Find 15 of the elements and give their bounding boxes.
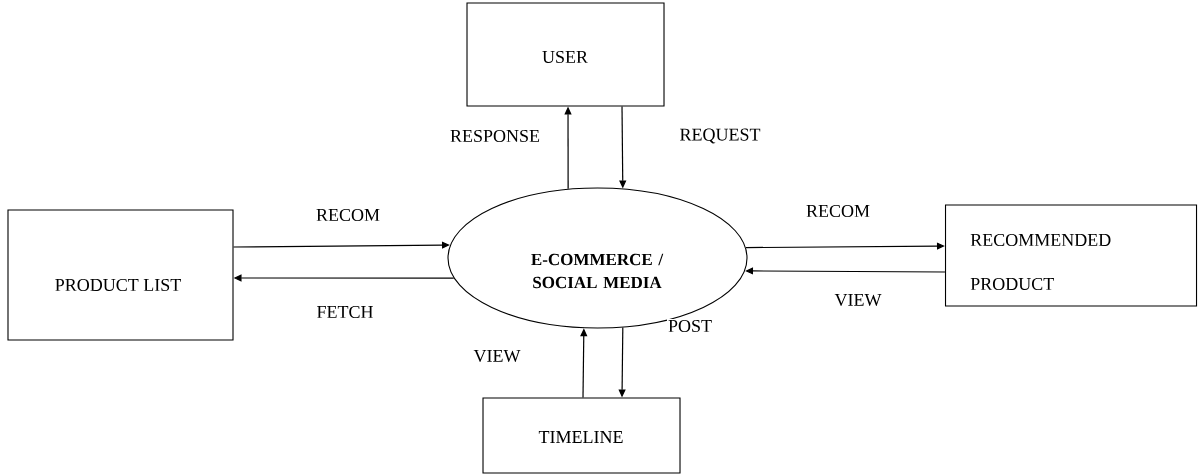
- edge-label: VIEW: [472, 348, 522, 364]
- arrow: [232, 241, 450, 249]
- edge-label: FETCH: [315, 304, 375, 320]
- process-box: PRODUCT LIST: [7, 209, 234, 341]
- arrow: [745, 267, 946, 275]
- edge-label: RESPONSE: [449, 128, 541, 144]
- edge-label: REQUEST: [678, 127, 762, 145]
- edge-label: RECOM: [315, 207, 381, 223]
- edge-label: RECOM: [805, 203, 871, 219]
- process-box: USER: [466, 2, 665, 107]
- edge-label: VIEW: [833, 292, 883, 308]
- process-box: RECOMMENDED PRODUCT: [944, 204, 1198, 307]
- edge-label: POST: [667, 318, 713, 334]
- arrow: [745, 242, 945, 250]
- process-box: TIMELINE: [482, 397, 681, 474]
